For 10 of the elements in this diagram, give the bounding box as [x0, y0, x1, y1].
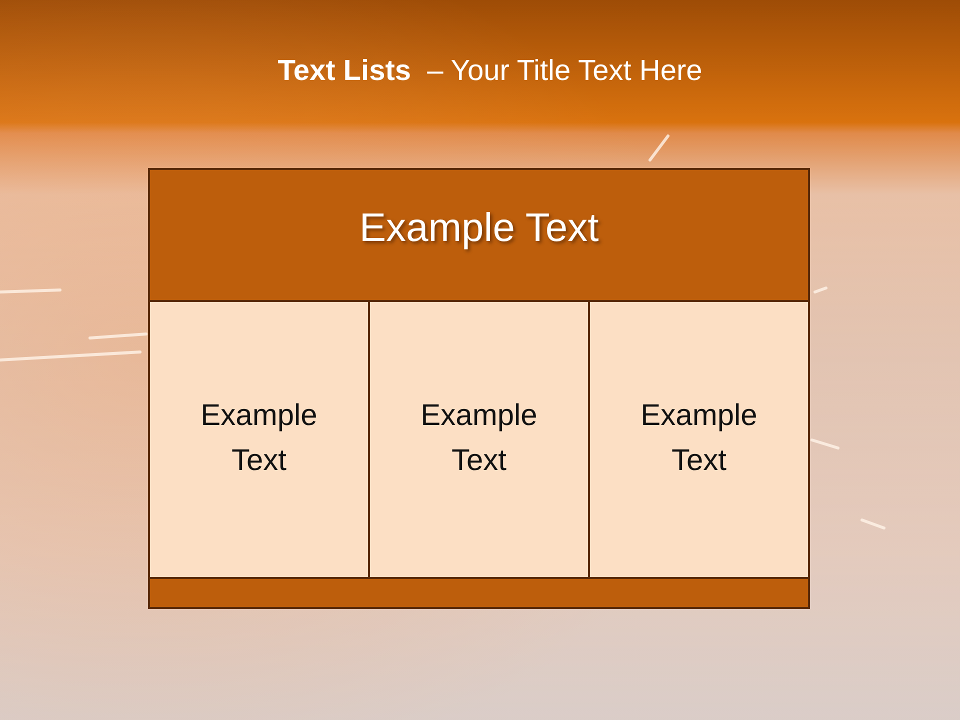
box-text: Example Text	[420, 398, 538, 479]
slide-title: Text Lists – Your Title Text Here	[278, 54, 702, 89]
content-box	[588, 300, 810, 579]
content-box	[368, 300, 590, 579]
content-box	[148, 300, 370, 579]
footer-bar	[148, 577, 810, 609]
box-text: Example Text	[640, 398, 758, 479]
header-box	[148, 168, 810, 302]
header-text: Example Text	[359, 205, 599, 252]
box-text: Example Text	[200, 398, 318, 479]
